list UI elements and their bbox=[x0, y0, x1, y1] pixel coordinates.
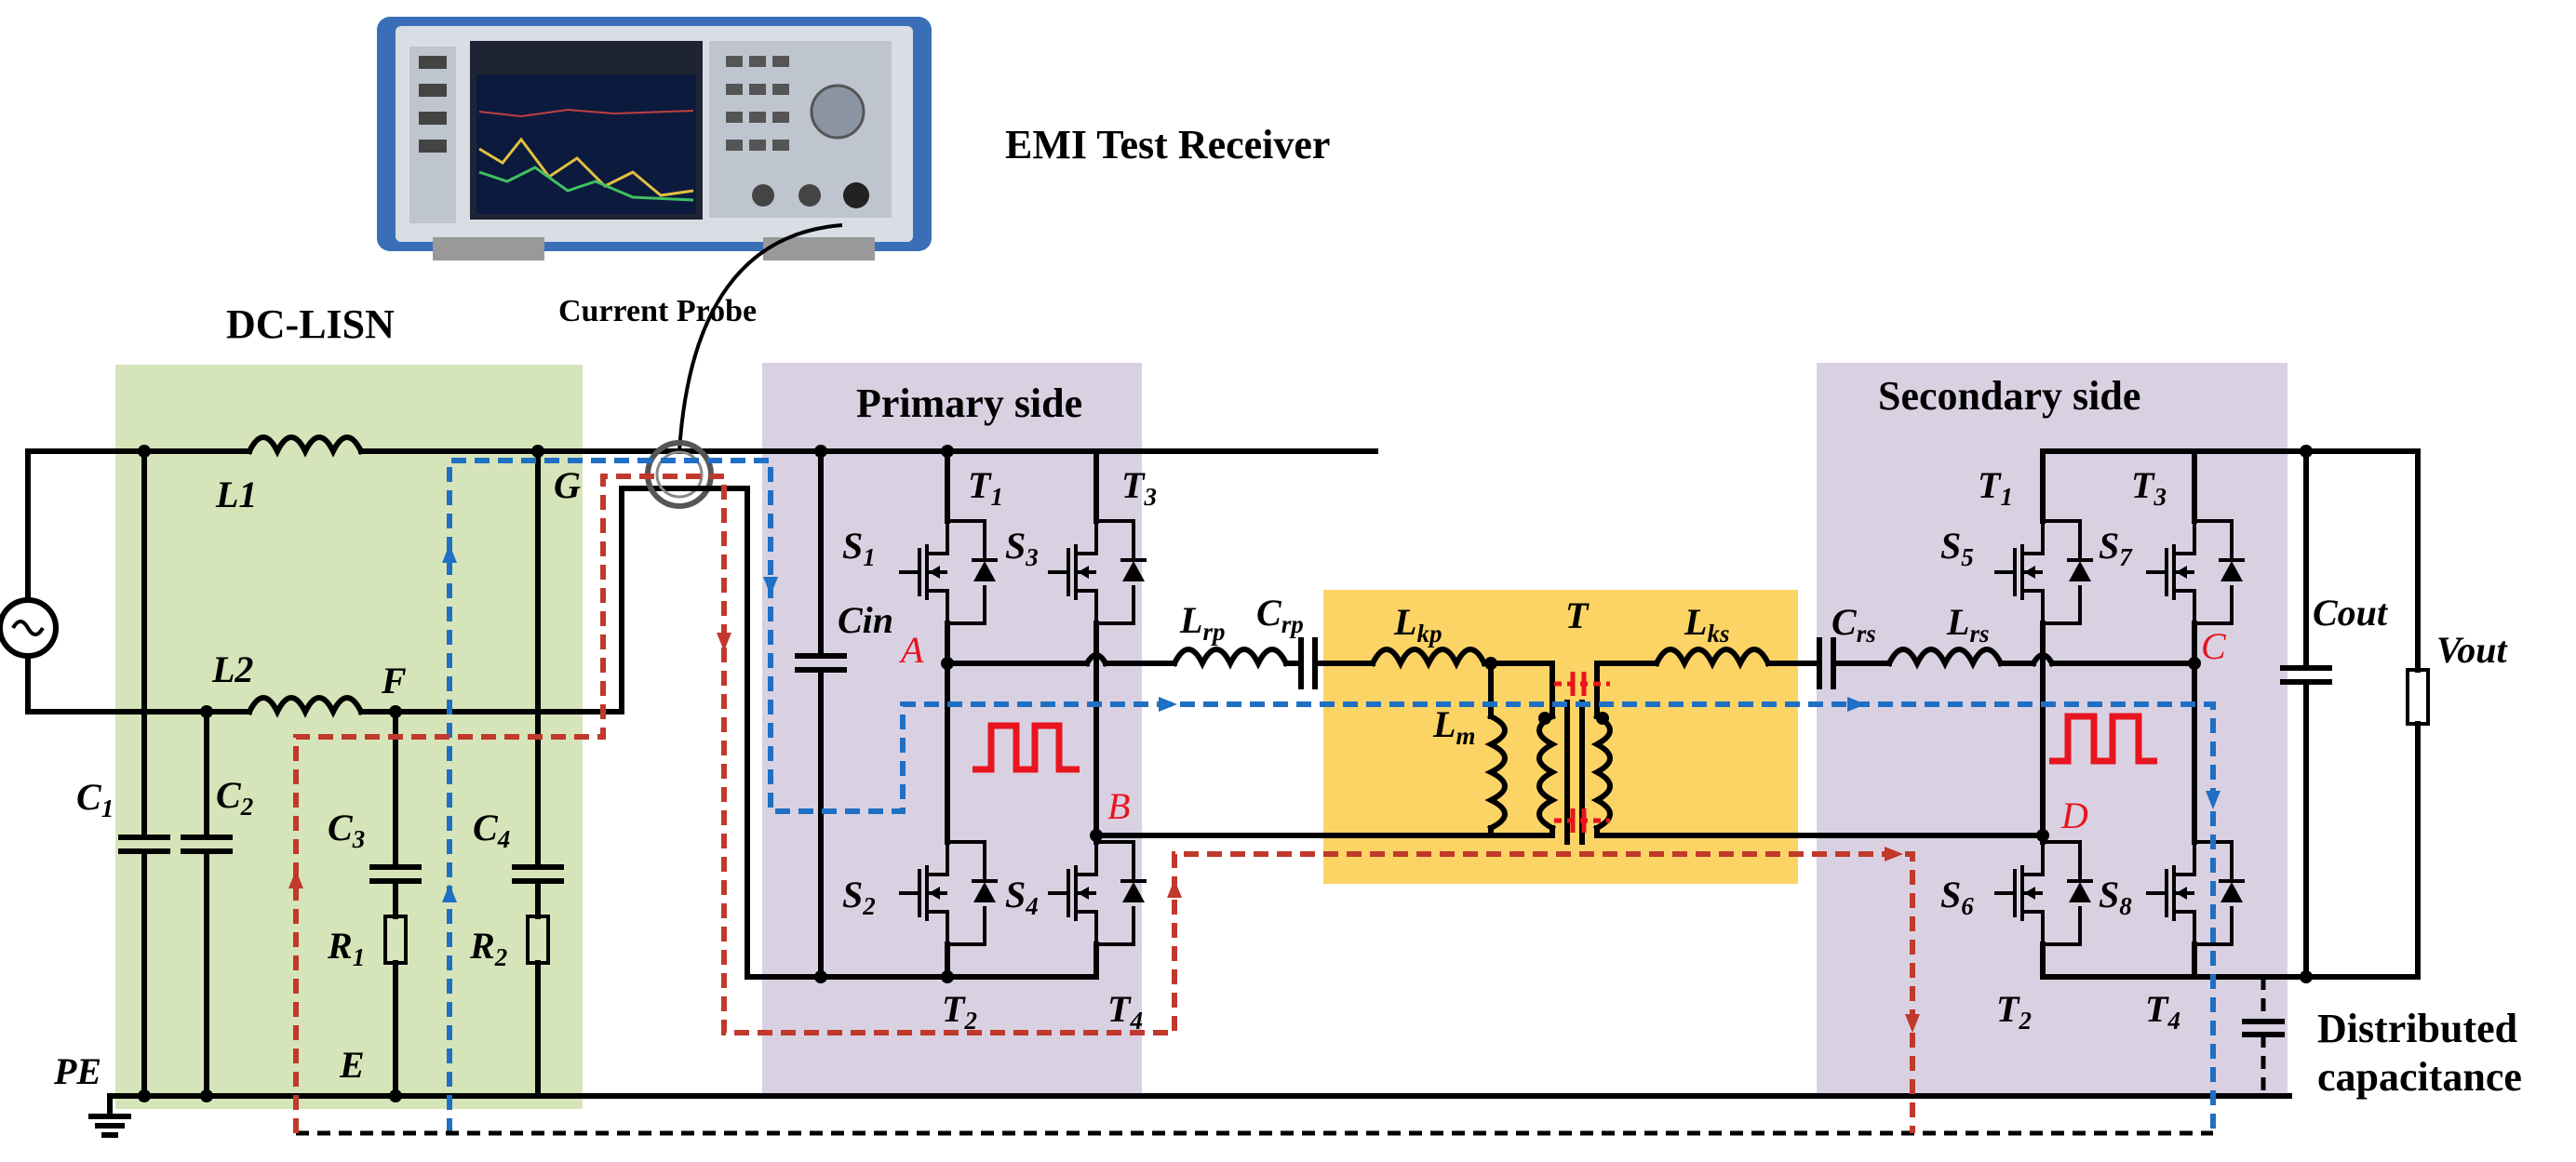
label-t4-primary: T4 bbox=[1107, 988, 1143, 1035]
label-crs: Crs bbox=[1831, 601, 1876, 648]
label-s3: S3 bbox=[1005, 525, 1039, 571]
label-lks: Lks bbox=[1684, 601, 1729, 648]
label-s6: S6 bbox=[1940, 874, 1974, 920]
primary-bridge bbox=[684, 445, 1494, 983]
label-c2: C2 bbox=[216, 774, 253, 821]
label-pe: PE bbox=[53, 1050, 101, 1092]
label-s7: S7 bbox=[2099, 525, 2133, 571]
label-c1: C1 bbox=[76, 776, 114, 822]
primary-pulse-waveform bbox=[973, 722, 1080, 773]
node-g: G bbox=[554, 464, 581, 506]
node-a: A bbox=[898, 629, 924, 671]
emi-receiver-instrument bbox=[377, 17, 932, 260]
secondary-side-label: Secondary side bbox=[1878, 373, 2140, 419]
label-crp: Crp bbox=[1256, 592, 1304, 638]
secondary-region bbox=[1817, 363, 2288, 1094]
node-f: F bbox=[381, 660, 407, 701]
label-lkp: Lkp bbox=[1393, 601, 1442, 648]
label-s2: S2 bbox=[842, 874, 876, 920]
label-t2-primary: T2 bbox=[942, 988, 977, 1035]
label-c4: C4 bbox=[473, 807, 510, 853]
differential-mode-path bbox=[293, 474, 1915, 1133]
common-mode-path bbox=[447, 458, 2216, 1133]
label-lrs: Lrs bbox=[1946, 601, 1989, 648]
label-s4: S4 bbox=[1005, 874, 1039, 920]
label-s8: S8 bbox=[2099, 874, 2132, 920]
label-lm: Lm bbox=[1432, 703, 1475, 750]
label-t2-secondary: T2 bbox=[1996, 988, 2032, 1035]
label-cin: Cin bbox=[838, 599, 893, 641]
lisn-label: DC-LISN bbox=[226, 301, 395, 347]
lisn-wiring bbox=[0, 434, 2292, 1138]
node-d: D bbox=[2060, 795, 2088, 836]
label-t3-primary: T3 bbox=[1121, 464, 1157, 511]
label-transformer: T bbox=[1565, 594, 1590, 636]
label-r2: R2 bbox=[469, 925, 507, 971]
secondary-pulse-waveform bbox=[2049, 713, 2157, 765]
receiver-label: EMI Test Receiver bbox=[1005, 122, 1330, 167]
secondary-bridge bbox=[1992, 445, 2430, 1096]
primary-side-label: Primary side bbox=[856, 381, 1082, 426]
node-b: B bbox=[1107, 785, 1130, 827]
label-t1-secondary: T1 bbox=[1978, 464, 2013, 511]
distributed-label: Distributed bbox=[2317, 1006, 2517, 1051]
node-c: C bbox=[2201, 625, 2227, 667]
label-l2: L2 bbox=[211, 648, 253, 690]
label-t4-secondary: T4 bbox=[2145, 988, 2180, 1035]
label-s5: S5 bbox=[1940, 525, 1974, 571]
label-t1-primary: T1 bbox=[968, 464, 1003, 511]
capacitance-label: capacitance bbox=[2317, 1054, 2522, 1100]
node-e: E bbox=[339, 1044, 365, 1086]
label-t3-secondary: T3 bbox=[2131, 464, 2167, 511]
label-c3: C3 bbox=[328, 807, 365, 853]
primary-region bbox=[762, 363, 1142, 1094]
label-s1: S1 bbox=[842, 525, 876, 571]
resonant-tank bbox=[1170, 637, 2197, 845]
current-probe-label: Current Probe bbox=[558, 294, 757, 328]
label-lrp: Lrp bbox=[1179, 599, 1225, 646]
label-l1: L1 bbox=[215, 474, 257, 515]
label-r1: R1 bbox=[327, 925, 365, 971]
label-cout: Cout bbox=[2313, 592, 2389, 634]
probe-cable bbox=[678, 223, 843, 452]
label-vout: Vout bbox=[2436, 629, 2508, 671]
